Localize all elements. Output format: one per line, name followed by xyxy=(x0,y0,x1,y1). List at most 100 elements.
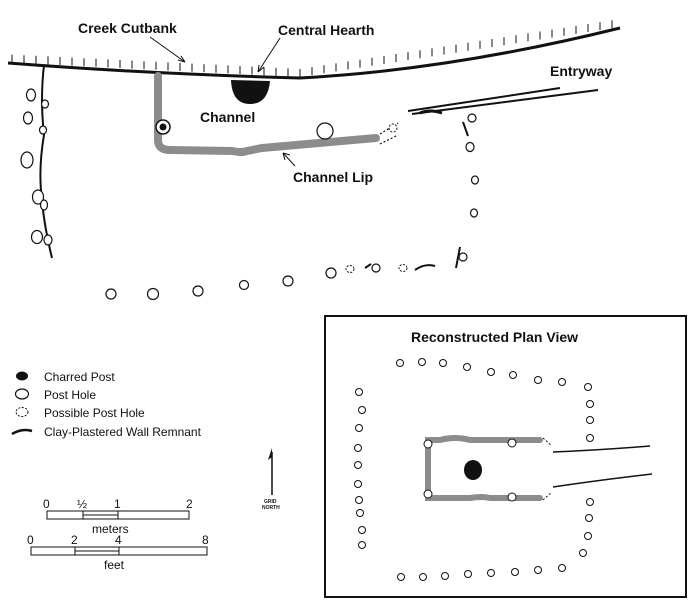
inset-post-hole xyxy=(439,359,447,367)
central-hearth xyxy=(231,80,270,104)
inset-post-hole xyxy=(558,378,566,386)
inset-post-hole xyxy=(396,359,404,367)
post-hole xyxy=(282,275,294,287)
legend-label-post-hole: Post Hole xyxy=(44,388,96,402)
inset-reconstructed-plan: Reconstructed Plan View xyxy=(324,315,687,598)
post-hole xyxy=(39,199,49,211)
scale-meters-unit: meters xyxy=(92,522,129,536)
post-hole xyxy=(192,285,204,297)
scale-feet-tick-2: 2 xyxy=(71,533,78,547)
post-hole xyxy=(469,208,479,218)
inset-post-hole xyxy=(464,570,472,578)
inset-post-hole xyxy=(397,573,405,581)
north-arrow-line1: GRID xyxy=(264,499,277,505)
inset-post-holes xyxy=(354,358,594,581)
creek-cutbank-line xyxy=(7,20,621,80)
scale-bar-meters: 0 ½ 1 2 meters xyxy=(43,497,193,536)
inset-post-hole xyxy=(358,406,366,414)
post-hole xyxy=(20,151,34,169)
inset-post-hole xyxy=(586,416,594,424)
scale-meters-tick-half: ½ xyxy=(77,497,87,511)
legend-wall-remnant-symbol xyxy=(11,428,33,436)
legend-post-hole-symbol xyxy=(14,388,30,400)
scale-meters-tick-0: 0 xyxy=(43,497,50,511)
label-creek-cutbank: Creek Cutbank xyxy=(78,20,177,36)
legend-label-charred-post: Charred Post xyxy=(44,370,115,384)
channel-post-hole xyxy=(316,122,334,140)
scale-feet-tick-8: 8 xyxy=(202,533,209,547)
legend-charred-post-symbol xyxy=(16,371,28,381)
post-hole xyxy=(31,189,45,205)
north-arrow-line2: NORTH xyxy=(262,505,280,511)
label-channel-lip: Channel Lip xyxy=(293,169,373,185)
inset-post-hole xyxy=(355,496,363,504)
inset-post-hole xyxy=(354,444,362,452)
inset-post-hole xyxy=(487,569,495,577)
possible-post-hole xyxy=(398,264,408,272)
scale-feet-unit: feet xyxy=(104,558,125,572)
post-hole xyxy=(467,113,477,123)
scale-feet-tick-0: 0 xyxy=(27,533,34,547)
inset-post-hole xyxy=(418,358,426,366)
inset-post-hole xyxy=(487,368,495,376)
scale-meters-tick-2: 2 xyxy=(186,497,193,511)
post-hole xyxy=(25,88,37,102)
inset-entryway xyxy=(552,445,653,488)
inset-post-hole xyxy=(419,573,427,581)
post-hole xyxy=(465,141,475,153)
main-post-holes xyxy=(20,88,480,301)
channel-charred-post-center xyxy=(159,123,167,131)
scale-bar-feet: 0 2 4 8 feet xyxy=(27,533,209,572)
post-hole xyxy=(40,99,50,109)
inset-post-hole xyxy=(509,371,517,379)
inset-post-hole xyxy=(586,400,594,408)
channel xyxy=(154,72,380,156)
post-hole xyxy=(43,234,53,246)
inset-post-hole xyxy=(355,424,363,432)
post-hole xyxy=(38,125,48,135)
label-channel: Channel xyxy=(200,109,255,125)
post-hole xyxy=(146,287,160,301)
legend-label-possible-post-hole: Possible Post Hole xyxy=(44,406,145,420)
inset-title: Reconstructed Plan View xyxy=(411,329,578,345)
inset-post-hole xyxy=(586,434,594,442)
inset-post-hole xyxy=(579,549,587,557)
post-hole xyxy=(105,288,117,300)
inset-post-hole xyxy=(558,564,566,572)
inset-post-hole xyxy=(354,480,362,488)
post-hole xyxy=(30,229,44,245)
post-hole xyxy=(371,263,381,273)
label-entryway: Entryway xyxy=(550,63,612,79)
post-hole xyxy=(22,111,34,125)
possible-post-hole xyxy=(345,265,355,273)
main-possible-post-holes xyxy=(345,123,408,273)
inset-post-hole xyxy=(354,461,362,469)
inset-channel-post-hole xyxy=(507,492,517,502)
post-hole xyxy=(325,267,337,279)
inset-post-hole xyxy=(511,568,519,576)
inset-post-hole xyxy=(534,566,542,574)
inset-post-hole xyxy=(584,532,592,540)
scale-feet-tick-4: 4 xyxy=(115,533,122,547)
inset-channel-post-hole xyxy=(423,439,433,449)
entryway-lines xyxy=(407,87,599,115)
inset-post-hole xyxy=(586,498,594,506)
legend-label-wall-remnant: Clay-Plastered Wall Remnant xyxy=(44,425,202,439)
inset-post-hole xyxy=(463,363,471,371)
legend-possible-post-hole-symbol xyxy=(15,407,29,417)
inset-channel-post-hole xyxy=(423,489,433,499)
inset-channel-post-hole xyxy=(507,438,517,448)
post-hole xyxy=(458,252,468,262)
legend: Charred Post Post Hole Possible Post Hol… xyxy=(11,370,202,439)
label-central-hearth: Central Hearth xyxy=(278,22,374,38)
inset-post-hole xyxy=(534,376,542,384)
north-arrow: GRID NORTH xyxy=(262,448,280,511)
inset-post-hole xyxy=(358,526,366,534)
scale-meters-tick-1: 1 xyxy=(114,497,121,511)
inset-central-post xyxy=(464,460,482,480)
inset-post-hole xyxy=(358,541,366,549)
inset-post-hole xyxy=(356,509,364,517)
post-hole xyxy=(470,175,480,185)
east-wall-remnants xyxy=(364,121,469,271)
